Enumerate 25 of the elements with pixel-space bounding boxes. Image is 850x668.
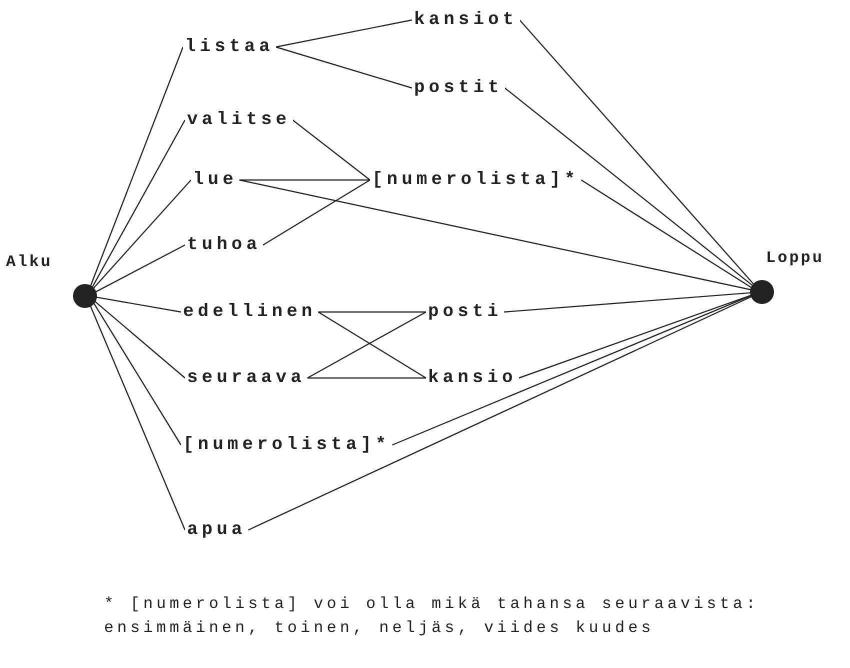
connector-line: [91, 120, 186, 289]
endpoint-label: Alku: [6, 252, 52, 273]
connector-line: [94, 300, 186, 378]
connector-line: [292, 120, 370, 180]
footnote: * [numerolista] voi olla mikä tahansa seuraavista: ensimmäinen, toinen, neljäs, viides kuudes: [104, 594, 760, 639]
connector-line: [239, 179, 752, 291]
connector-line: [94, 244, 186, 294]
connector-line: [92, 180, 192, 290]
connector-line: [504, 88, 754, 287]
connector-line: [276, 19, 412, 48]
connector-line: [519, 20, 756, 286]
connector-line: [89, 46, 184, 288]
connector-line: [580, 180, 753, 289]
connector-line: [92, 302, 182, 446]
connector-line: [94, 296, 182, 313]
connector-line: [318, 311, 426, 313]
connector-line: [262, 179, 370, 246]
connector-line: [239, 179, 370, 181]
connector-line: [89, 304, 186, 530]
connector-line: [276, 46, 412, 89]
connector-line: [504, 292, 752, 313]
connector-line: [248, 295, 754, 531]
connector-line: [392, 294, 753, 446]
connector-line: [307, 377, 426, 379]
endpoint-label: Loppu: [766, 248, 824, 269]
